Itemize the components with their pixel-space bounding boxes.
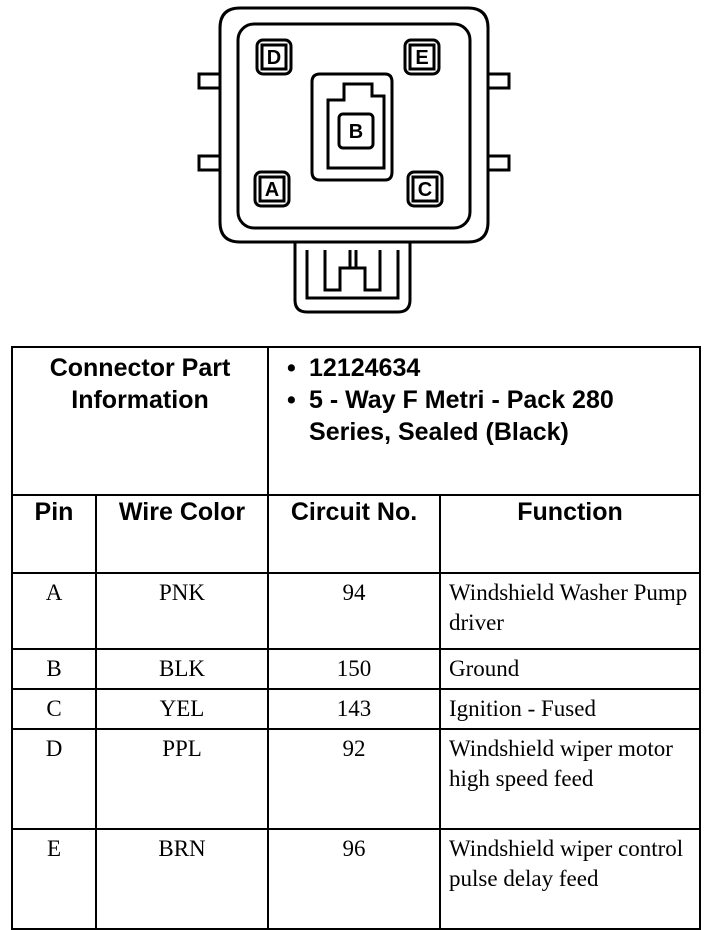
column-header-circuit-no: Circuit No. (267, 494, 442, 574)
table-row: C YEL 143 Ignition - Fused (11, 688, 702, 730)
pin-e-box (403, 38, 441, 76)
circuit-cell: 92 (267, 728, 442, 830)
column-header-pin: Pin (11, 494, 97, 574)
pin-b-box (337, 112, 375, 150)
connector-face-diagram: D E B A C (197, 6, 511, 314)
table-row: D PPL 92 Windshield wiper motor high spe… (11, 728, 702, 830)
table-row: B BLK 150 Ground (11, 648, 702, 690)
table-row: A PNK 94 Windshield Washer Pump driver (11, 572, 702, 650)
part-number: 12124634 (287, 352, 699, 384)
connector-housing-outline (218, 6, 490, 244)
side-tab-right-top (486, 72, 511, 90)
pin-cell: E (11, 828, 97, 930)
pin-cell: B (11, 648, 97, 690)
column-header-function: Function (439, 494, 702, 574)
pin-a-box (253, 170, 291, 208)
circuit-cell: 143 (267, 688, 442, 730)
side-tab-left-bottom (197, 154, 222, 172)
connector-description: 5 - Way F Metri - Pack 280 Series, Seale… (287, 384, 699, 448)
connector-info-values: 12124634 5 - Way F Metri - Pack 280 Seri… (267, 346, 702, 496)
pin-b-label: B (349, 121, 363, 143)
pin-d-box (255, 38, 293, 76)
wire-color-cell: PPL (94, 728, 270, 830)
wire-color-cell: BRN (94, 828, 270, 930)
side-tab-left-top (197, 72, 222, 90)
center-key (310, 72, 394, 182)
pin-cell: C (11, 688, 97, 730)
connector-pinout-table: Connector Part Information 12124634 5 - … (10, 346, 702, 930)
circuit-cell: 150 (267, 648, 442, 690)
wire-color-cell: BLK (94, 648, 270, 690)
circuit-cell: 96 (267, 828, 442, 930)
pin-a-label: A (265, 179, 279, 201)
connector-info-label: Connector Part Information (10, 346, 270, 496)
pin-d-label: D (267, 47, 281, 69)
connector-info-row: Connector Part Information 12124634 5 - … (10, 346, 702, 496)
connector-inner-outline (236, 22, 472, 230)
wire-color-cell: YEL (94, 688, 270, 730)
function-cell: Windshield wiper control pulse delay fee… (439, 828, 702, 930)
function-cell: Windshield wiper motor high speed feed (439, 728, 702, 830)
function-cell: Ignition - Fused (439, 688, 702, 730)
column-header-wire-color: Wire Color (94, 494, 270, 574)
pin-cell: A (11, 572, 97, 650)
table-header-row: Pin Wire Color Circuit No. Function (11, 494, 702, 574)
connector-info-list: 12124634 5 - Way F Metri - Pack 280 Seri… (269, 348, 699, 448)
function-cell: Windshield Washer Pump driver (439, 572, 702, 650)
circuit-cell: 94 (267, 572, 442, 650)
function-cell: Ground (439, 648, 702, 690)
connector-latch (293, 242, 412, 314)
side-tab-right-bottom (486, 154, 511, 172)
pin-c-box (406, 170, 444, 208)
pin-e-label: E (415, 47, 428, 69)
pin-cell: D (11, 728, 97, 830)
table-row: E BRN 96 Windshield wiper control pulse … (11, 828, 702, 930)
pin-c-label: C (418, 179, 432, 201)
wire-color-cell: PNK (94, 572, 270, 650)
